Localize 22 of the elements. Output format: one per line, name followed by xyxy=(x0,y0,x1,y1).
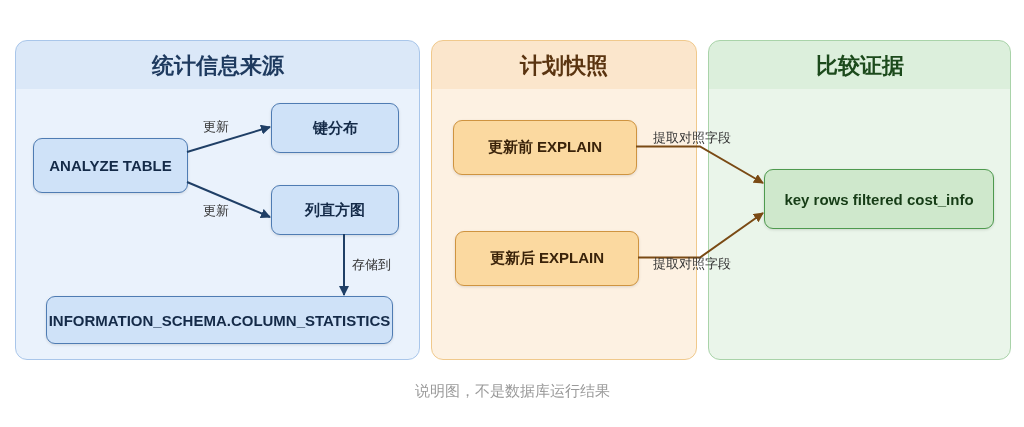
process-box: 列直方图 xyxy=(271,185,399,235)
caption: 说明图，不是数据库运行结果 xyxy=(414,382,610,399)
process-box: 键分布 xyxy=(271,103,399,153)
edge-label: 提取对照字段 xyxy=(653,129,731,147)
arrow xyxy=(637,212,764,259)
arrow xyxy=(186,124,271,153)
panel xyxy=(15,40,420,360)
arrow xyxy=(339,233,349,296)
panel-heading: 统计信息来源 xyxy=(150,52,285,80)
edge-label: 更新 xyxy=(203,118,229,136)
process-box: ANALYZE TABLE xyxy=(33,138,188,193)
process-box: 更新后 EXPLAIN xyxy=(455,231,639,286)
edge-label: 提取对照字段 xyxy=(653,255,731,273)
panel-heading: 计划快照 xyxy=(518,52,609,80)
edge-label: 存储到 xyxy=(352,256,391,274)
process-box: INFORMATION_SCHEMA.COLUMN_STATISTICS xyxy=(46,296,393,344)
process-box: key rows filtered cost_info xyxy=(764,169,994,229)
arrow xyxy=(186,181,271,219)
process-box: 更新前 EXPLAIN xyxy=(453,120,637,175)
edge-label: 更新 xyxy=(203,202,229,220)
arrow xyxy=(635,145,764,184)
panel-heading: 比较证据 xyxy=(814,52,905,80)
